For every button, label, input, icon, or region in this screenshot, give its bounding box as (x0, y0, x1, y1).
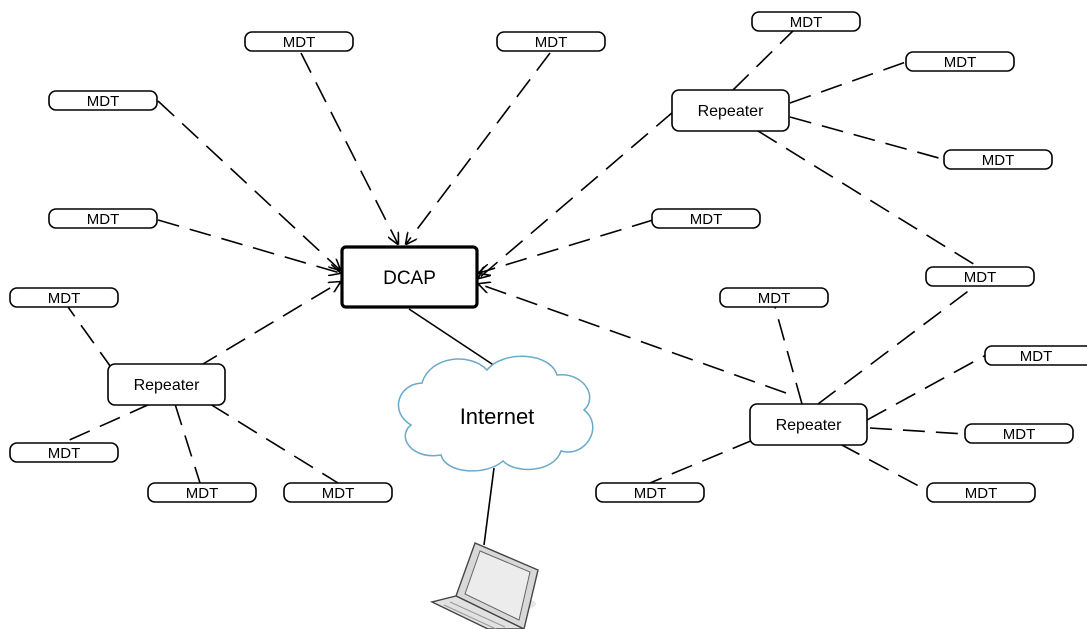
link-rep-br-mdt-3 (866, 354, 987, 421)
mdt-node: MDT (48, 90, 158, 111)
mdt-nodes: MDT MDT MDT MDT MDT MDT MDT MDT (9, 11, 1087, 503)
mdt-node: MDT (964, 423, 1074, 444)
mdt-node: MDT (984, 345, 1087, 366)
mdt-node: MDT (283, 482, 393, 503)
mdt-node: MDT (244, 31, 354, 52)
link-rep-tr-mdt-2 (789, 61, 907, 104)
mdt-node: MDT (943, 149, 1053, 170)
repeater-label: Repeater (134, 377, 200, 394)
link-mdt-mid-right-to-dcap (479, 219, 654, 273)
link-rep-tr-mdt-4 (757, 130, 981, 269)
mdt-label: MDT (322, 485, 355, 502)
mdt-node: MDT (595, 482, 705, 503)
internet-label: Internet (460, 404, 535, 429)
internet-cloud: Internet (397, 355, 594, 472)
link-repeater-left-to-dcap (197, 282, 340, 368)
link-rep-l-mdt-4 (209, 403, 339, 484)
link-dcap-to-internet (408, 308, 496, 367)
link-mdt-mid-left-to-dcap (157, 219, 340, 273)
laptop-icon (429, 542, 539, 629)
mdt-label: MDT (982, 152, 1015, 169)
mdt-node: MDT (147, 482, 257, 503)
link-internet-to-laptop (483, 467, 495, 546)
mdt-node: MDT (719, 287, 829, 308)
links (64, 23, 987, 546)
link-rep-tr-mdt-1 (732, 23, 801, 91)
mdt-label: MDT (1003, 426, 1036, 443)
link-rep-br-mdt-5 (839, 443, 929, 492)
mdt-node: MDT (651, 208, 761, 229)
repeater-top-right: Repeater (671, 89, 790, 132)
mdt-node: MDT (48, 208, 158, 229)
mdt-label: MDT (535, 34, 568, 51)
link-rep-l-mdt-1 (67, 306, 114, 371)
cloud-icon (397, 355, 594, 472)
link-mdt-top-center-to-dcap (406, 52, 551, 244)
link-rep-br-mdt-2 (817, 285, 976, 405)
repeater-bottom-right: Repeater (749, 403, 868, 446)
link-mdt-upper-left-to-dcap (157, 100, 340, 270)
link-repeater-top-right-to-dcap (479, 111, 674, 278)
link-mdt-top-left-to-dcap (300, 52, 398, 244)
link-rep-tr-mdt-3 (789, 116, 947, 161)
mdt-label: MDT (790, 14, 823, 31)
mdt-label: MDT (758, 290, 791, 307)
mdt-label: MDT (48, 290, 81, 307)
link-repeater-bottom-right-to-dcap (479, 284, 787, 394)
mdt-label: MDT (964, 269, 997, 286)
mdt-node: MDT (496, 31, 606, 52)
mdt-label: MDT (48, 445, 81, 462)
mdt-node: MDT (751, 11, 861, 32)
mdt-node: MDT (925, 266, 1035, 287)
repeater-left: Repeater (107, 363, 226, 406)
link-rep-br-mdt-1 (774, 306, 803, 405)
mdt-label: MDT (87, 211, 120, 228)
link-rep-l-mdt-3 (174, 403, 201, 484)
mdt-node: MDT (9, 442, 119, 463)
mdt-label: MDT (634, 485, 667, 502)
mdt-label: MDT (186, 485, 219, 502)
repeater-label: Repeater (776, 417, 842, 434)
link-rep-br-mdt-6 (649, 439, 754, 484)
dcap-node: DCAP (340, 245, 479, 309)
mdt-node: MDT (9, 287, 119, 308)
link-rep-br-mdt-4 (869, 427, 966, 435)
repeater-label: Repeater (698, 103, 764, 120)
mdt-label: MDT (690, 211, 723, 228)
dcap-label: DCAP (383, 268, 436, 289)
mdt-label: MDT (87, 93, 120, 110)
link-rep-l-mdt-2 (64, 403, 151, 443)
mdt-label: MDT (944, 54, 977, 71)
mdt-label: MDT (1020, 348, 1053, 365)
mdt-label: MDT (283, 34, 316, 51)
mdt-node: MDT (905, 51, 1015, 72)
mdt-node: MDT (926, 482, 1036, 503)
mdt-label: MDT (965, 485, 998, 502)
